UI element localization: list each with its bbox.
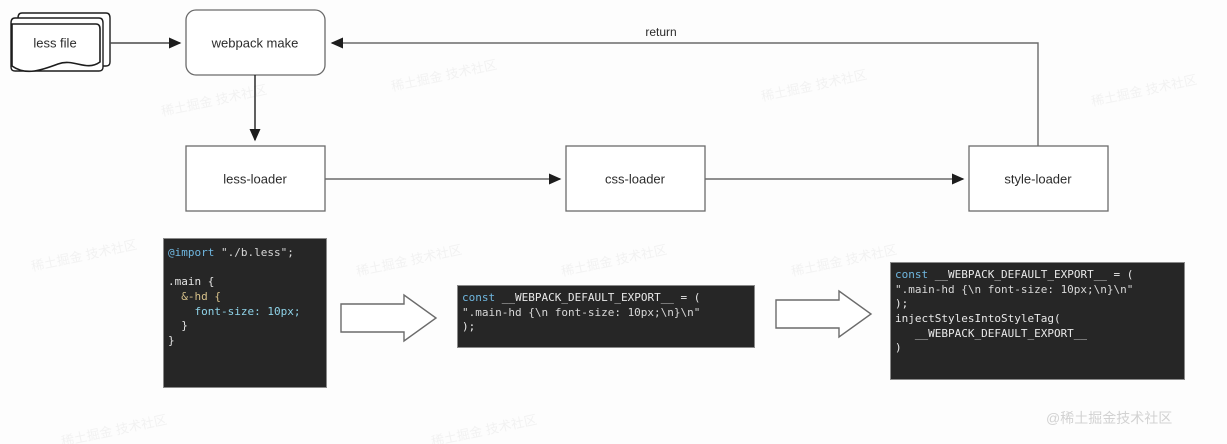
code-token: @import bbox=[168, 246, 221, 259]
code-line: ".main-hd {\n font-size: 10px;\n}\n" bbox=[895, 283, 1184, 298]
code-token: } bbox=[168, 319, 188, 333]
node-less-loader[interactable] bbox=[185, 145, 326, 212]
code-line: const __WEBPACK_DEFAULT_EXPORT__ = ( bbox=[895, 268, 1184, 283]
code-token: font-size: bbox=[168, 304, 268, 318]
node-label-css-loader: css-loader bbox=[605, 171, 665, 187]
code-block-less-source: @import "./b.less"; .main { &-hd { font-… bbox=[163, 238, 327, 388]
code-block-css-loader-output: const __WEBPACK_DEFAULT_EXPORT__ = (".ma… bbox=[457, 285, 755, 348]
node-label-less-loader: less-loader bbox=[223, 171, 287, 187]
code-line: ) bbox=[895, 341, 1184, 356]
code-token: __WEBPACK_DEFAULT_EXPORT__ bbox=[895, 326, 1088, 340]
node-label-webpack-make: webpack make bbox=[211, 35, 299, 51]
node-css-loader[interactable] bbox=[565, 145, 706, 212]
code-token: 10px; bbox=[267, 304, 301, 318]
code-token: ); bbox=[895, 297, 909, 311]
code-token: } bbox=[168, 333, 175, 347]
code-line: ); bbox=[462, 320, 754, 335]
code-line: ); bbox=[895, 297, 1184, 312]
code-line: __WEBPACK_DEFAULT_EXPORT__ bbox=[895, 327, 1184, 342]
edge-styleloader-to-webpackmake-return bbox=[330, 37, 1039, 146]
code-line: .main { bbox=[168, 275, 326, 290]
block-arrow-less-to-css bbox=[340, 293, 438, 343]
code-line: } bbox=[168, 319, 326, 334]
code-line: &-hd { bbox=[168, 290, 326, 305]
node-label-less-file: less file bbox=[33, 35, 77, 51]
code-line: font-size: 10px; bbox=[168, 305, 326, 320]
code-token: ".main-hd {\n font-size: 10px;\n}\n" bbox=[895, 282, 1134, 296]
code-token: ".main-hd {\n font-size: 10px;\n}\n" bbox=[462, 305, 701, 319]
code-line: @import "./b.less"; bbox=[168, 246, 326, 261]
code-block-style-loader-output: const __WEBPACK_DEFAULT_EXPORT__ = (".ma… bbox=[890, 262, 1185, 380]
code-token: __WEBPACK_DEFAULT_EXPORT__ = ( bbox=[928, 268, 1134, 281]
block-arrow-css-to-style bbox=[775, 289, 873, 339]
credit-watermark: @稀土掘金技术社区 bbox=[1046, 410, 1173, 426]
edge-label-return: return bbox=[645, 25, 677, 39]
node-less-file[interactable] bbox=[10, 12, 111, 73]
code-token: __WEBPACK_DEFAULT_EXPORT__ = ( bbox=[495, 291, 701, 304]
code-line: injectStylesIntoStyleTag( bbox=[895, 312, 1184, 327]
code-token: "./b.less"; bbox=[220, 246, 294, 259]
code-token: .main { bbox=[168, 275, 215, 289]
code-line: const __WEBPACK_DEFAULT_EXPORT__ = ( bbox=[462, 291, 754, 306]
node-style-loader[interactable] bbox=[968, 145, 1109, 212]
code-token: injectStylesIntoStyleTag( bbox=[895, 311, 1061, 325]
code-line: ".main-hd {\n font-size: 10px;\n}\n" bbox=[462, 306, 754, 321]
code-token: &-hd { bbox=[168, 289, 221, 303]
code-line: } bbox=[168, 334, 326, 349]
code-token: ) bbox=[895, 341, 902, 355]
code-line bbox=[168, 261, 326, 276]
node-label-style-loader: style-loader bbox=[1004, 171, 1072, 187]
code-token: ); bbox=[462, 320, 476, 334]
code-token: const bbox=[895, 268, 929, 281]
code-token: const bbox=[462, 291, 496, 304]
